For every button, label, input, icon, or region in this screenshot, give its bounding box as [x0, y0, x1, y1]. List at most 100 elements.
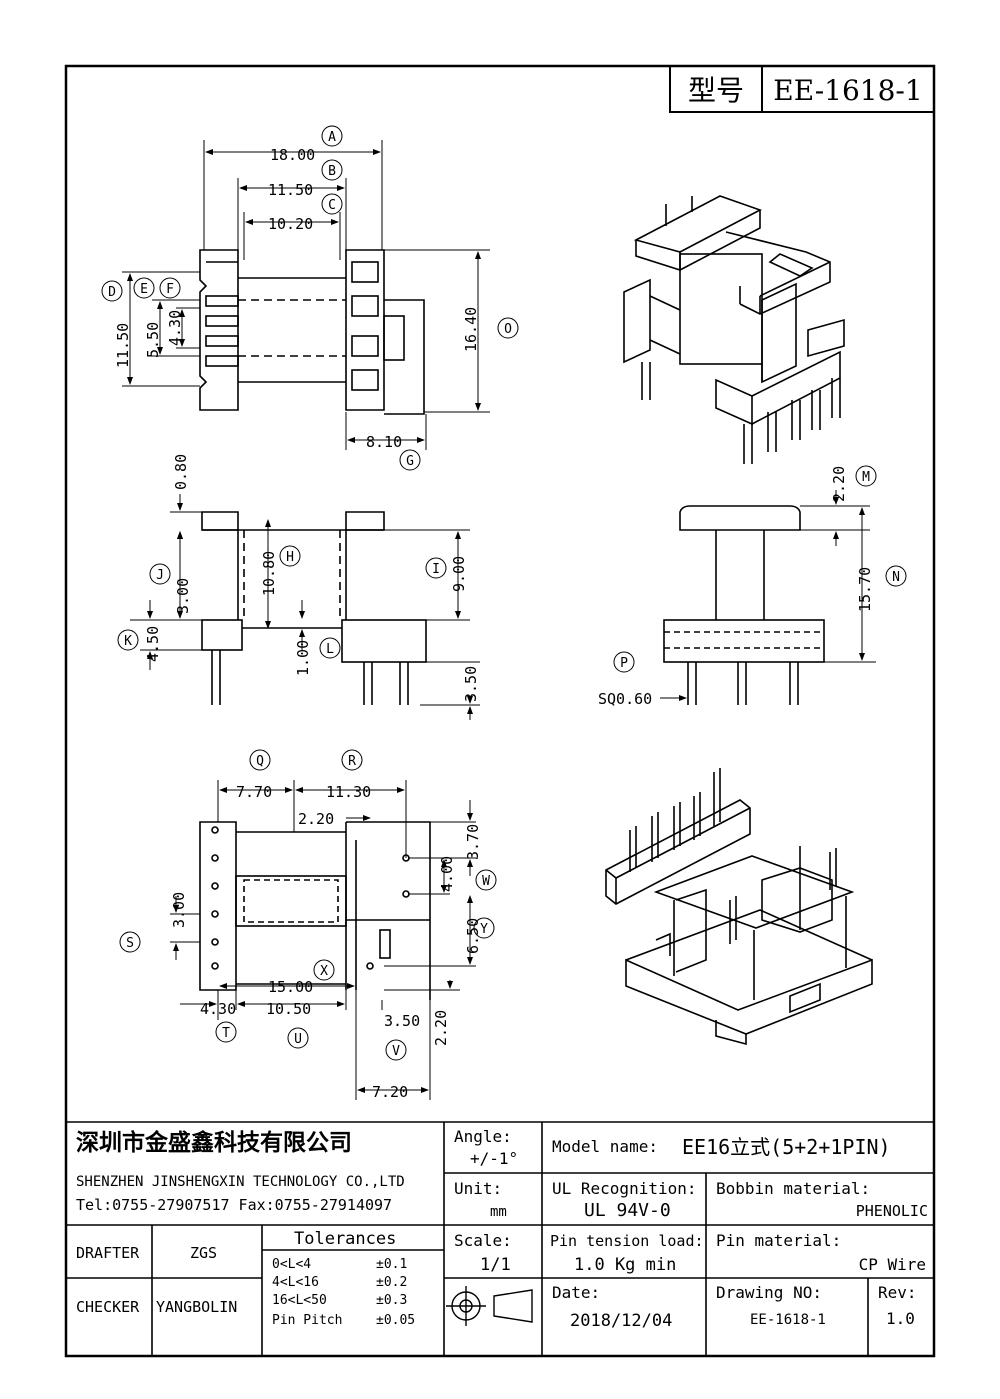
svg-text:L: L	[326, 642, 334, 657]
front-view	[201, 511, 427, 705]
svg-text:10.80: 10.80	[260, 551, 278, 596]
svg-text:C: C	[328, 198, 336, 213]
svg-text:11.50: 11.50	[114, 323, 132, 368]
svg-text:0.80: 0.80	[172, 454, 190, 490]
side-view	[663, 505, 825, 705]
svg-text:Tolerances: Tolerances	[294, 1229, 396, 1249]
side-view-callouts: M N P	[613, 465, 907, 673]
svg-text:Rev:: Rev:	[878, 1283, 917, 1302]
svg-text:7.70: 7.70	[236, 783, 272, 801]
company-contact: Tel:0755-27907517 Fax:0755-27914097	[76, 1196, 392, 1214]
svg-text:5.50: 5.50	[144, 322, 162, 358]
svg-text:J: J	[156, 568, 164, 583]
svg-text:mm: mm	[490, 1204, 507, 1220]
svg-text:±0.1: ±0.1	[376, 1257, 407, 1272]
svg-text:ZGS: ZGS	[190, 1244, 217, 1262]
svg-text:±0.2: ±0.2	[376, 1275, 407, 1290]
svg-text:U: U	[294, 1032, 302, 1047]
svg-text:SQ0.60: SQ0.60	[598, 690, 652, 708]
svg-text:1.0: 1.0	[886, 1309, 915, 1328]
svg-text:Date:: Date:	[552, 1283, 600, 1302]
svg-text:11.30: 11.30	[326, 783, 371, 801]
svg-text:N: N	[892, 570, 900, 585]
svg-text:3.00: 3.00	[170, 892, 188, 928]
svg-text:3.00: 3.00	[174, 578, 192, 614]
svg-text:M: M	[862, 470, 870, 485]
svg-text:CHECKER: CHECKER	[76, 1298, 140, 1316]
svg-text:7.20: 7.20	[372, 1083, 408, 1101]
front-view-dimensions	[130, 494, 480, 720]
svg-text:9.00: 9.00	[450, 556, 468, 592]
isometric-view-bottom	[605, 768, 873, 1046]
svg-text:A: A	[328, 130, 336, 145]
svg-text:15.70: 15.70	[856, 567, 874, 612]
svg-text:2018/12/04: 2018/12/04	[570, 1311, 672, 1331]
svg-text:R: R	[348, 754, 356, 769]
bottom-view-dimensions	[170, 780, 476, 1100]
svg-text:6.50: 6.50	[464, 918, 482, 954]
svg-text:X: X	[320, 964, 328, 979]
front-view-callouts: H I J K L	[117, 545, 447, 659]
svg-text:2.20: 2.20	[298, 810, 334, 828]
svg-text:Angle:: Angle:	[454, 1127, 512, 1146]
model-number-box: 型号 EE-1618-1	[669, 65, 935, 113]
svg-text:G: G	[406, 454, 414, 469]
top-view-callouts: A B C D E F O G	[101, 125, 519, 471]
svg-text:4.30: 4.30	[200, 1000, 236, 1018]
svg-text:EE16立式(5+2+1PIN): EE16立式(5+2+1PIN)	[682, 1135, 891, 1159]
svg-text:4<L<16: 4<L<16	[272, 1275, 319, 1290]
svg-text:15.00: 15.00	[268, 978, 313, 996]
title-block-text: 深圳市金盛鑫科技有限公司 SHENZHEN JINSHENGXIN TECHNO…	[76, 1127, 928, 1331]
svg-text:3.50: 3.50	[462, 666, 480, 702]
svg-text:±0.05: ±0.05	[376, 1313, 415, 1328]
svg-text:11.50: 11.50	[268, 181, 313, 199]
model-value: EE-1618-1	[773, 74, 922, 107]
svg-text:1.00: 1.00	[294, 640, 312, 676]
svg-text:YANGBOLIN: YANGBOLIN	[156, 1298, 237, 1316]
svg-text:UL Recognition:: UL Recognition:	[552, 1179, 697, 1198]
svg-text:K: K	[124, 634, 132, 649]
svg-text:16.40: 16.40	[462, 307, 480, 352]
bottom-view-labels: 7.70 11.30 2.20 3.70 4.00 6.50 3.00 15.0…	[170, 783, 482, 1101]
svg-text:D: D	[108, 285, 116, 300]
side-view-dimensions	[660, 490, 876, 701]
bottom-view-callouts: Q R W Y S X T U V	[119, 749, 497, 1061]
svg-text:3.70: 3.70	[464, 824, 482, 860]
svg-text:Scale:: Scale:	[454, 1231, 512, 1250]
top-view-dimensions	[122, 140, 490, 450]
model-label: 型号	[688, 74, 744, 107]
svg-text:Drawing NO:: Drawing NO:	[716, 1283, 822, 1302]
svg-text:+/-1°: +/-1°	[470, 1149, 518, 1168]
svg-text:2.20: 2.20	[432, 1010, 450, 1046]
svg-text:3.50: 3.50	[384, 1012, 420, 1030]
isometric-view-top	[623, 195, 845, 464]
title-block	[66, 1121, 934, 1356]
svg-text:PHENOLIC: PHENOLIC	[856, 1202, 928, 1220]
svg-text:4.50: 4.50	[144, 626, 162, 662]
svg-text:T: T	[222, 1026, 230, 1041]
svg-text:Pin material:: Pin material:	[716, 1231, 841, 1250]
svg-text:0<L<4: 0<L<4	[272, 1257, 311, 1272]
svg-text:CP Wire: CP Wire	[859, 1255, 926, 1274]
front-view-labels: 0.80 10.80 9.00 3.00 4.50 1.00 3.50	[144, 454, 480, 702]
company-name-en: SHENZHEN JINSHENGXIN TECHNOLOGY CO.,LTD	[76, 1174, 405, 1190]
svg-text:16<L<50: 16<L<50	[272, 1293, 327, 1308]
svg-text:Unit:: Unit:	[454, 1179, 502, 1198]
svg-text:10.20: 10.20	[268, 215, 313, 233]
svg-text:DRAFTER: DRAFTER	[76, 1244, 140, 1262]
svg-text:I: I	[432, 562, 440, 577]
svg-text:Y: Y	[480, 922, 488, 937]
svg-text:E: E	[140, 282, 148, 297]
svg-text:O: O	[504, 322, 512, 337]
svg-text:18.00: 18.00	[270, 146, 315, 164]
top-view	[199, 249, 425, 415]
side-view-labels: 2.20 15.70 SQ0.60	[598, 466, 874, 708]
svg-text:S: S	[126, 936, 134, 951]
company-name-cn: 深圳市金盛鑫科技有限公司	[76, 1129, 352, 1156]
svg-text:1.0 Kg min: 1.0 Kg min	[574, 1255, 676, 1275]
svg-text:2.20: 2.20	[830, 466, 848, 502]
svg-text:UL 94V-0: UL 94V-0	[584, 1200, 671, 1221]
svg-text:W: W	[482, 874, 490, 889]
svg-text:1/1: 1/1	[480, 1255, 511, 1275]
